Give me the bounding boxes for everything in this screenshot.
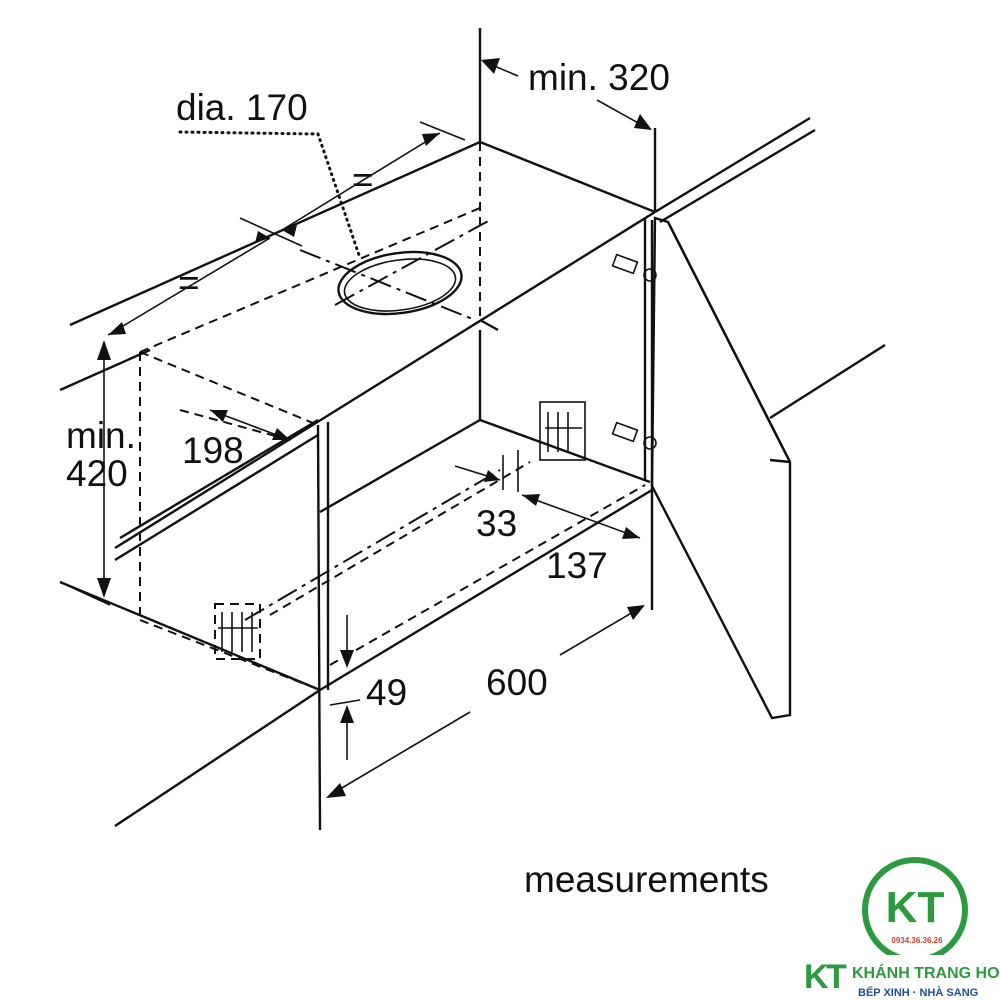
logo-monogram: KT bbox=[886, 883, 945, 932]
measurements-caption: measurements bbox=[524, 859, 769, 900]
brand-logo: KT 0934.36.36.26 K T KHÁNH TRANG HOME BẾ… bbox=[802, 857, 1000, 999]
label-min: min. bbox=[66, 415, 136, 456]
dimension-lines bbox=[59, 58, 652, 798]
label-198: 198 bbox=[182, 430, 244, 471]
logo-brand-name: KHÁNH TRANG HOME bbox=[852, 963, 1000, 982]
mounting-bracket-right bbox=[539, 401, 586, 461]
label-dia-170: dia. 170 bbox=[176, 87, 308, 128]
label-137: 137 bbox=[546, 545, 608, 586]
hood-outline-dashed bbox=[139, 142, 646, 691]
label-33: 33 bbox=[476, 503, 517, 544]
center-lines bbox=[244, 219, 501, 621]
label-420: 420 bbox=[66, 453, 128, 494]
label-equal-left: = bbox=[178, 262, 200, 303]
logo-tagline: BẾP XINH · NHÀ SANG bbox=[858, 986, 978, 999]
logo-mark: K bbox=[804, 958, 829, 996]
logo-phone: 0934.36.36.26 bbox=[891, 936, 943, 945]
label-600: 600 bbox=[486, 662, 548, 703]
label-min-320: min. 320 bbox=[528, 57, 670, 98]
label-equal-top: = bbox=[352, 159, 374, 200]
cabinet-outline bbox=[59, 28, 886, 831]
duct-opening bbox=[337, 250, 463, 316]
label-49: 49 bbox=[366, 672, 407, 713]
svg-text:T: T bbox=[826, 958, 847, 996]
mounting-bracket-left bbox=[214, 603, 261, 660]
